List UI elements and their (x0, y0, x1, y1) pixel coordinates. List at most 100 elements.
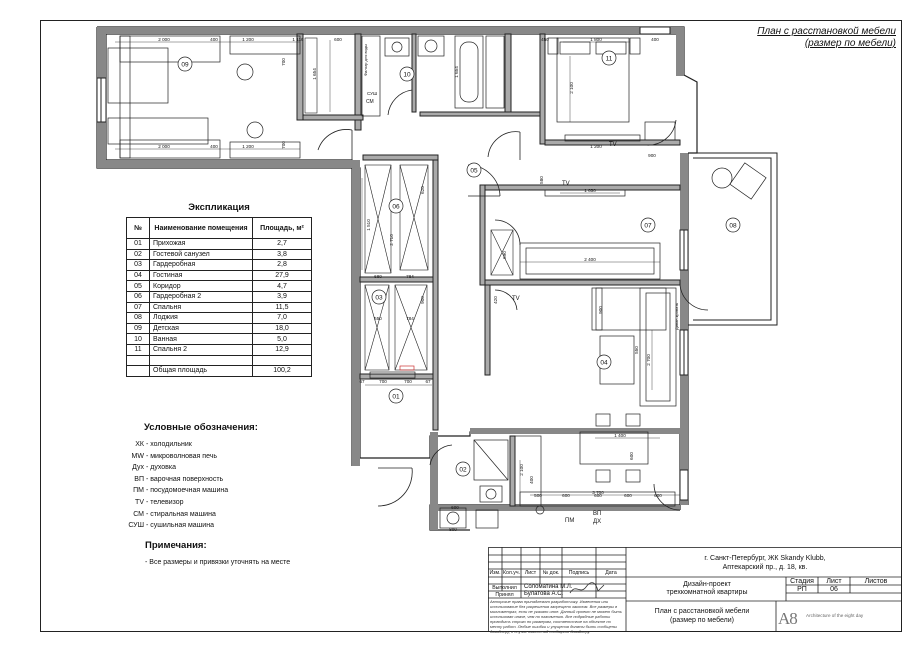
room-area: 27,9 (252, 269, 312, 282)
room-tag-10: 10 (403, 72, 411, 79)
doors (317, 89, 709, 511)
tv-label: TV (562, 181, 570, 187)
room-name: Коридор (149, 280, 253, 292)
room-number: 01 (126, 238, 150, 250)
dim-label: 1 654 (454, 66, 459, 78)
dim-label: 600 (562, 493, 570, 498)
room-name: Лоджия (149, 312, 253, 324)
sheet-title: План с расстановкой мебели (размер по ме… (757, 26, 896, 50)
legend-item: СМ - стиральная машина (118, 509, 258, 521)
room-name: Общая площадь (149, 365, 253, 377)
room-area: 100,2 (252, 365, 312, 377)
legend-abbr: ПМ (133, 487, 144, 495)
dim-label: 67 (425, 379, 431, 384)
dim-label: 700 (281, 58, 286, 66)
dim-label: 550 (374, 316, 382, 321)
role-accepted: Принял (495, 592, 514, 598)
dim-label: 580 (539, 176, 544, 184)
dim-label: 620 (420, 186, 425, 194)
room-tag-04: 04 (600, 360, 608, 367)
room-number: 02 (126, 248, 150, 261)
dim-label: 600 (629, 452, 634, 460)
project-line1: Дизайн-проект (683, 581, 731, 588)
column-header: Наименование помещения (149, 217, 253, 239)
room-name: Гостиная (149, 269, 253, 282)
dim-label: 600 (451, 505, 459, 510)
studio-logo: A8 Architecture of the eight day (778, 609, 900, 631)
legend-item: TV - телевизор (118, 497, 258, 509)
dim-label: 1 200 (590, 144, 602, 149)
room-name: Гардеробная (149, 259, 253, 271)
room-name: Гардеробная 2 (149, 290, 253, 303)
legend-title: Условные обозначения: (144, 422, 258, 433)
sheet-title-line1: План с расстановкой мебели (757, 26, 896, 37)
room-number: 06 (126, 290, 150, 303)
column-header: Площадь, м² (252, 217, 312, 239)
room-tag-01: 01 (392, 394, 400, 401)
dim-label: 1 116 (292, 37, 304, 42)
loggia (688, 152, 778, 326)
dim-label: 400 (210, 144, 218, 149)
dim-label: 600 (624, 493, 632, 498)
notes-title: Примечания: (145, 540, 207, 551)
title-block: Выполнил Принял Соломатина М.Л. Булатова… (488, 547, 902, 634)
room-number: 03 (126, 259, 150, 271)
room-tag-08: 08 (729, 223, 737, 230)
room-area: 3,8 (252, 248, 312, 261)
sm-label: СМ (366, 99, 374, 105)
legend-abbr: ХК (135, 441, 144, 448)
room-number: 09 (126, 322, 150, 335)
legend-abbr: Дух (132, 464, 144, 472)
explication: Экспликация № Наименование помещения Пло… (126, 202, 312, 377)
dim-label: 600 (654, 493, 662, 498)
room-area: 7,0 (252, 312, 312, 324)
room-name: Спальня 2 (149, 343, 253, 356)
dim-label: 1 400 (614, 433, 626, 438)
room-tag-11: 11 (606, 56, 613, 63)
room-number: 05 (126, 280, 150, 292)
sheets-header: Листов (864, 578, 888, 585)
dim-label: 450 (541, 37, 549, 42)
role-performed: Выполнил (492, 585, 517, 591)
col-doc: № док. (542, 570, 560, 576)
windows (96, 26, 689, 501)
dim-label: 400 (529, 476, 534, 484)
fridge-label: Фильтр для воды (363, 44, 368, 76)
table-row (126, 354, 312, 367)
room-area: 2,8 (252, 259, 312, 271)
room-area: 5,0 (252, 333, 312, 345)
legend-abbr: TV (135, 498, 144, 506)
logo-text: Architecture of the eight day (806, 613, 864, 618)
wardrobes (304, 37, 514, 371)
dim-label: 900 (420, 296, 425, 304)
room-number (126, 365, 150, 377)
sheet-frame (40, 20, 902, 632)
dim-label: 600 (594, 493, 602, 498)
room-number: 04 (126, 269, 150, 282)
dim-label: 600 (334, 37, 342, 42)
dim-label: 900 (648, 153, 656, 158)
room-04-furniture (514, 287, 677, 507)
address-line1: г. Санкт-Петербург, ЖК Skandy Klubb, (704, 555, 826, 562)
dim-label: 700 (379, 379, 387, 384)
drawing-title-line2: (размер по мебели) (670, 617, 734, 624)
room-tag-07: 07 (644, 223, 652, 230)
stage-value: РП (797, 586, 807, 593)
legend-abbr: ВП (134, 475, 144, 483)
col-date: Дата (605, 570, 617, 576)
legend-desc: - духовка (145, 464, 176, 472)
legend-desc: - холодильник (145, 441, 192, 448)
room-tag-09: 09 (181, 62, 189, 69)
dim-label: 784 (406, 274, 414, 279)
notes: Примечания: - Все размеры и привязки уто… (145, 540, 290, 566)
sheet-header: Лист (826, 578, 842, 585)
pm-label: ПМ (565, 518, 574, 524)
column-header: № (126, 217, 150, 239)
